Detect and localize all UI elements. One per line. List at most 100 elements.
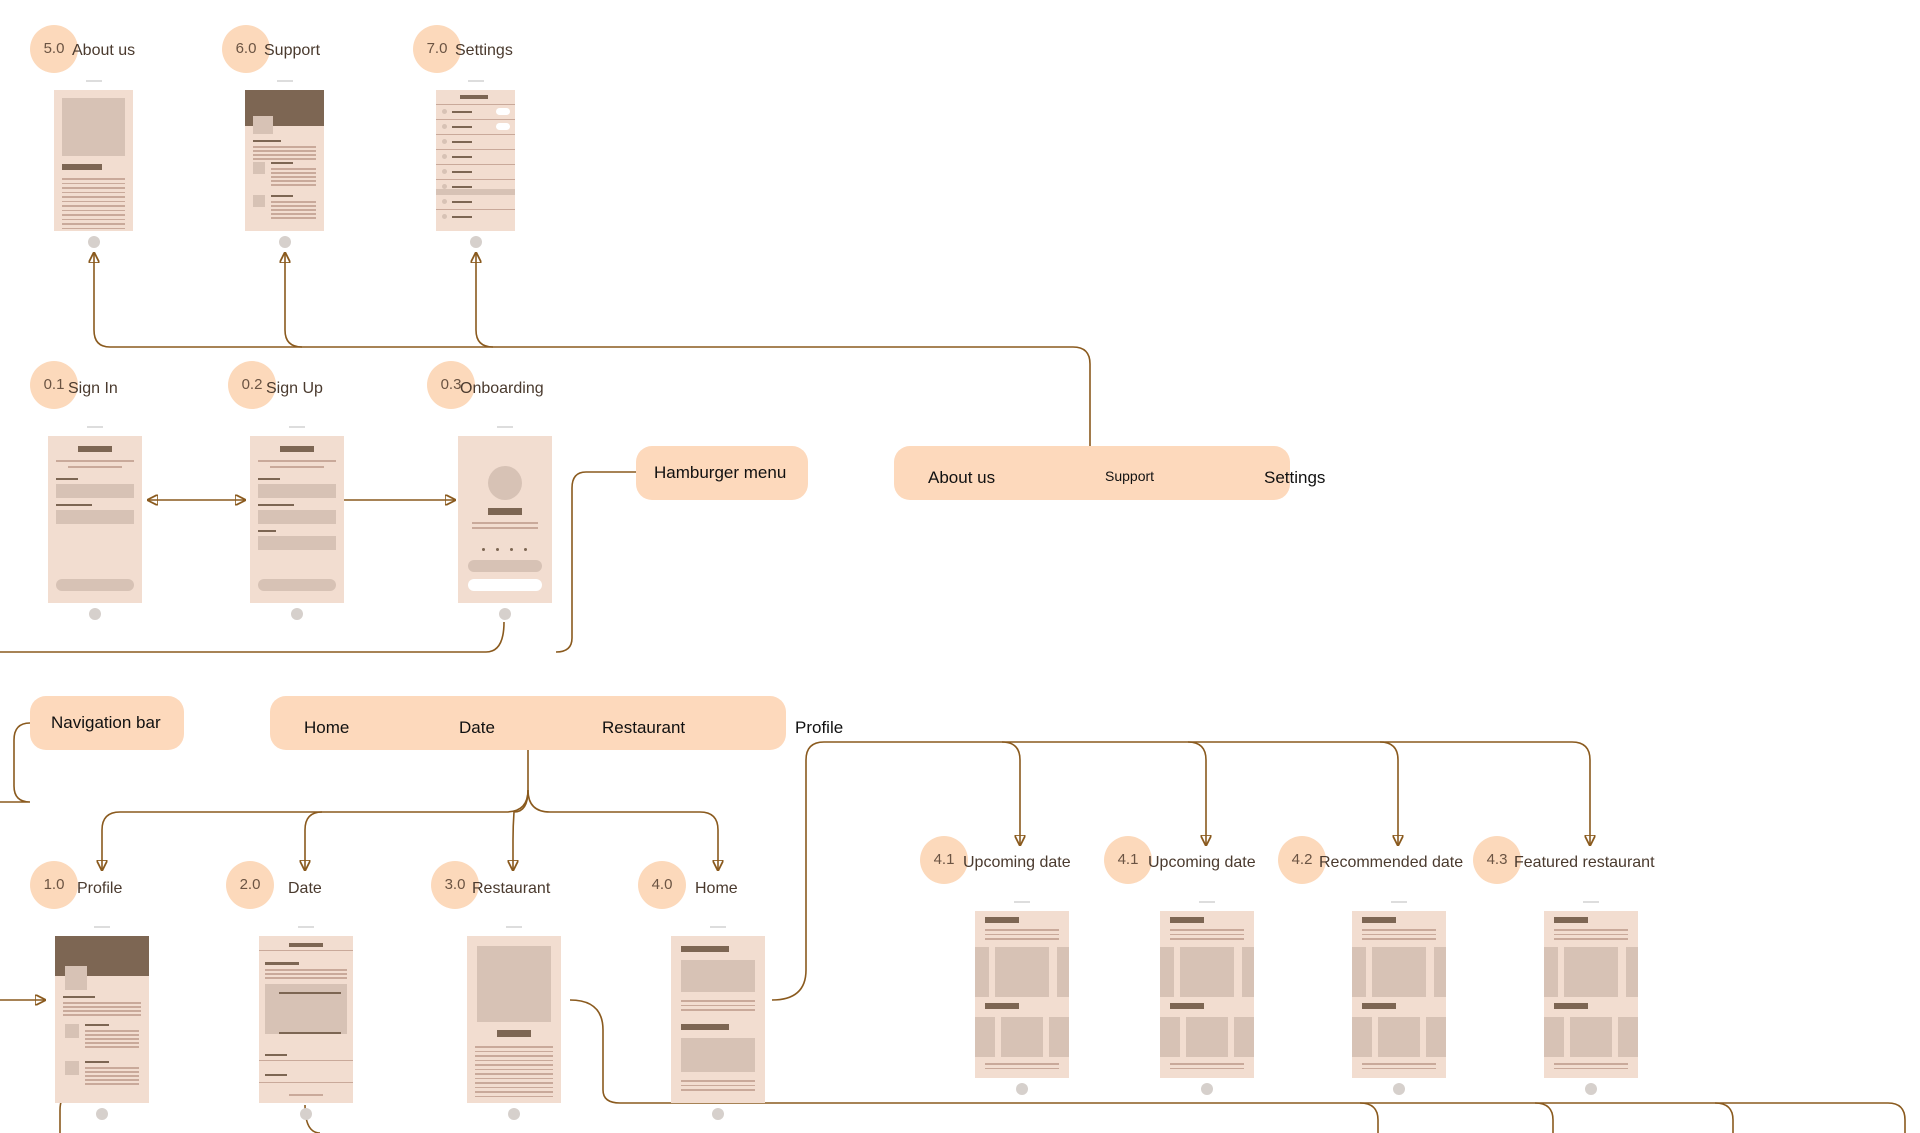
wireframe-text-line (475, 1059, 553, 1061)
screen-title: Restaurant (472, 880, 551, 897)
wireframe-text-line (681, 1004, 755, 1006)
wireframe-screen (467, 926, 561, 1120)
wireframe-heading-block (258, 530, 276, 532)
wireframe-screen (245, 80, 324, 248)
screen-title: Featured restaurant (1514, 854, 1655, 871)
home-indicator (87, 236, 100, 248)
wireframe-screen (436, 80, 515, 248)
wireframe-text-line (1554, 1063, 1628, 1065)
screen-number-badge: 4.2 (1278, 836, 1326, 884)
wireframe-text-line (436, 164, 515, 165)
home-indicator (1201, 1083, 1213, 1095)
home-indicator (1585, 1083, 1597, 1095)
wireframe-heading-block (265, 962, 299, 965)
home-indicator (508, 1108, 520, 1120)
wireframe-text-line (985, 1067, 1059, 1069)
wireframe-image-block (442, 184, 447, 189)
wireframe-text-line (681, 1009, 755, 1011)
wireframe-text-line (85, 1046, 139, 1048)
wireframe-image-block (488, 466, 522, 500)
wireframe-text-line (1170, 929, 1244, 931)
wireframe-text-line (475, 1091, 553, 1093)
screen-title: Recommended date (1319, 854, 1464, 871)
screen-number-badge: 0.1 (30, 361, 78, 409)
wireframe-screen (1160, 901, 1254, 1095)
wireframe-image-block (1434, 947, 1446, 997)
wireframe-screen (55, 926, 149, 1120)
wireframe-text-line (475, 1055, 553, 1057)
wireframe-text-line (62, 205, 125, 207)
wireframe-heading-block (258, 504, 294, 506)
wireframe-text-line (271, 168, 316, 170)
wireframe-text-line (62, 196, 125, 198)
wireframe-heading-block (271, 162, 293, 164)
navigation-bar-label: Navigation bar (51, 713, 161, 732)
nav-item-date: Date (459, 718, 495, 737)
wireframe-text-line (436, 149, 515, 150)
wireframe-text-line (85, 1038, 139, 1040)
wireframe-text-line (1554, 933, 1628, 935)
wireframe-text-line (681, 1084, 755, 1086)
screen-number-badge: 4.1 (1104, 836, 1152, 884)
wireframe-heading-block (78, 446, 112, 452)
wireframe-text-line (271, 217, 316, 219)
wireframe-image-block (1618, 1017, 1638, 1057)
wireframe-image-block (1234, 1017, 1254, 1057)
screen-number-badge: 3.0 (431, 861, 479, 909)
wireframe-heading-block (1362, 917, 1396, 923)
status-bar-indicator (87, 426, 103, 428)
wireframe-heading-block (85, 1061, 109, 1063)
wireframe-text-line (1554, 929, 1628, 931)
status-bar-indicator (85, 80, 102, 82)
home-indicator (291, 608, 303, 620)
home-indicator (1393, 1083, 1405, 1095)
wireframe-text-line (436, 104, 515, 105)
navigation-bar-pill: Navigation bar (30, 696, 184, 750)
wireframe-text-line (1362, 1067, 1436, 1069)
wireframe-image-block (995, 947, 1049, 997)
wireframe-image-block (1242, 947, 1254, 997)
screen-title: Onboarding (460, 380, 544, 397)
screen-title: About us (72, 42, 136, 59)
wireframe-image-block (65, 966, 87, 990)
screen-number-badge: 4.1 (920, 836, 968, 884)
wireframe-image-block (56, 484, 134, 498)
wireframe-image-block (258, 510, 336, 524)
wireframe-heading-block (452, 216, 472, 218)
wireframe-image-block (1352, 947, 1366, 997)
connector-bottom-4 (1715, 1102, 1906, 1133)
wireframe-image-block (496, 123, 510, 130)
hamburger-menu-pill: Hamburger menu (636, 446, 808, 500)
wireframe-text-line (681, 1080, 755, 1082)
wireframe-text-line (259, 1082, 353, 1083)
wireframe-text-line (85, 1083, 139, 1085)
wireframe-heading-block (681, 1024, 729, 1030)
wireframe-image-block (1544, 947, 1558, 997)
wireframe-text-line (265, 977, 347, 979)
wireframe-text-line (436, 179, 515, 180)
wireframe-image-block (1570, 1017, 1612, 1057)
status-bar-indicator (1391, 901, 1407, 903)
wireframe-text-line (62, 182, 125, 184)
connector-onboarding-exit (0, 621, 505, 653)
connector-to-recommended-date (1188, 741, 1398, 845)
wireframe-text-line (62, 214, 125, 216)
status-bar-indicator (497, 426, 513, 428)
screen-number-badge: 4.0 (638, 861, 686, 909)
screen-number-badge: 1.0 (30, 861, 78, 909)
wireframe-text-line (1170, 933, 1244, 935)
wireframe-image-block (681, 1038, 755, 1072)
home-indicator (499, 608, 511, 620)
wireframe-text-line (56, 460, 134, 462)
wireframe-text-line (472, 527, 538, 529)
wireframe-heading-block (524, 548, 527, 551)
home-indicator (1016, 1083, 1028, 1095)
hamburger-menu-label: Hamburger menu (654, 463, 787, 482)
wireframe-text-line (436, 209, 515, 210)
wireframe-image-block (1160, 1017, 1180, 1057)
wireframe-screen (259, 926, 353, 1120)
screen-title: Sign Up (266, 380, 323, 397)
wireframe-text-line (62, 200, 125, 202)
menu-item-about-us: About us (928, 468, 996, 487)
wireframe-heading-block (1554, 1003, 1588, 1009)
